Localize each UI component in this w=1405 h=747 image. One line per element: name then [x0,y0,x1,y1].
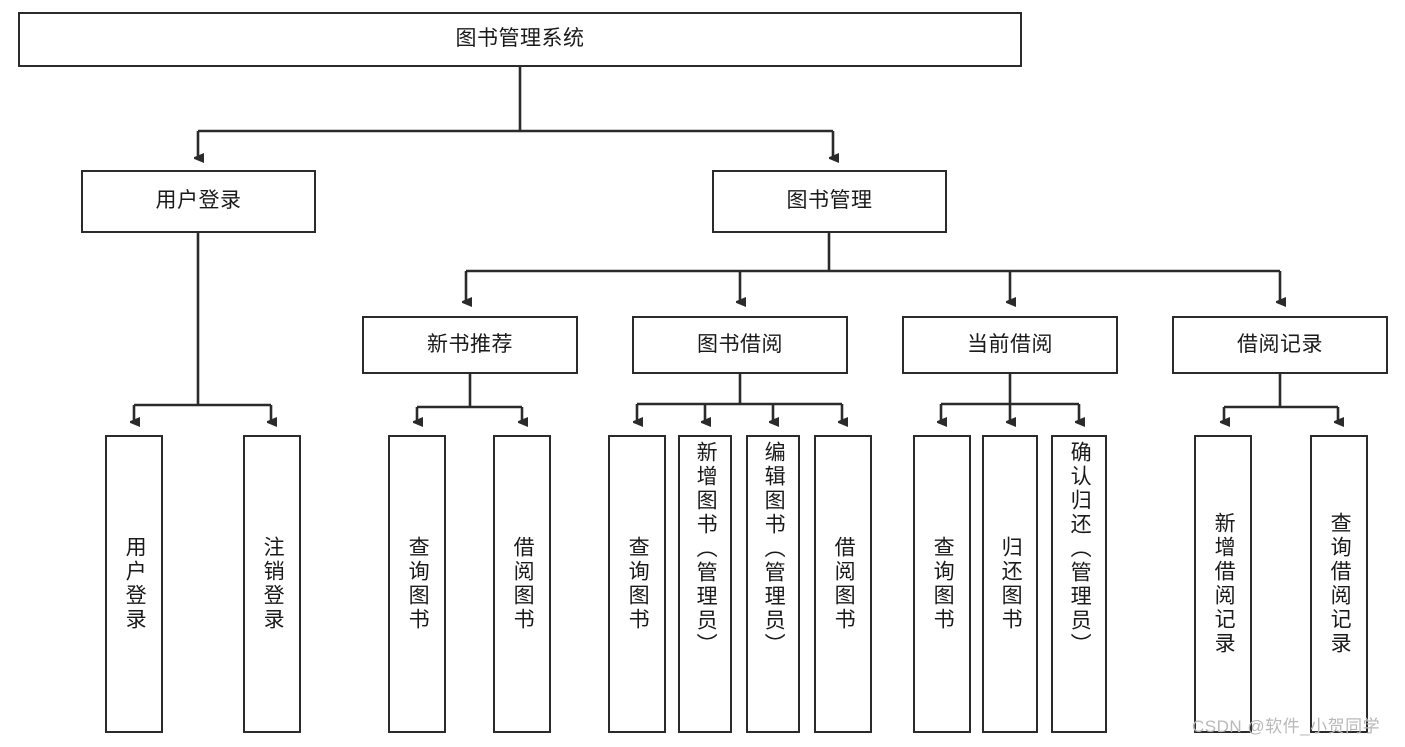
node-label: 图书管理 [786,189,873,213]
leaf-text-wrap: 借阅图书 [495,437,549,731]
leaf-query-books-current[interactable]: 查询图书 [913,435,971,733]
leaf-logout[interactable]: 注销登录 [243,435,301,733]
leaf-confirm-return-admin[interactable]: 确认归还（管理员） [1051,435,1107,733]
leaf-text-wrap: 借阅图书 [816,437,870,731]
node-label: 编辑图书（管理员） [762,441,786,657]
node-label: 借阅图书 [511,536,535,632]
node-label: 新书推荐 [427,332,513,356]
node-label: 用户登录 [155,189,242,213]
leaf-borrow-books-new-book[interactable]: 借阅图书 [493,435,551,733]
leaf-borrow-books-borrowing[interactable]: 借阅图书 [814,435,872,733]
leaf-query-books-borrowing[interactable]: 查询图书 [608,435,666,733]
node-label: 借阅图书 [832,536,856,632]
watermark: CSDN @软件_小贺同学 [1192,717,1381,736]
leaf-edit-book-admin[interactable]: 编辑图书（管理员） [746,435,800,733]
node-label: 查询图书 [626,536,650,632]
node-root-book-management-system[interactable]: 图书管理系统 [18,12,1022,67]
leaf-text-wrap: 编辑图书（管理员） [748,437,798,731]
node-label: 查询图书 [406,536,430,632]
leaf-text-wrap: 查询借阅记录 [1312,437,1366,731]
leaf-return-books[interactable]: 归还图书 [982,435,1038,733]
node-label: 新增图书（管理员） [694,441,718,657]
leaf-text-wrap: 查询图书 [390,437,444,731]
node-label: 图书管理系统 [455,27,585,51]
leaf-text-wrap: 新增借阅记录 [1196,437,1250,731]
leaf-text-wrap: 确认归还（管理员） [1053,437,1105,731]
leaf-text-wrap: 新增图书（管理员） [680,437,730,731]
node-label: 查询借阅记录 [1328,512,1352,656]
leaf-add-borrow-record[interactable]: 新增借阅记录 [1194,435,1252,733]
node-new-book-recommendation[interactable]: 新书推荐 [362,316,578,374]
leaf-text-wrap: 归还图书 [984,437,1036,731]
leaf-query-books-new-book[interactable]: 查询图书 [388,435,446,733]
node-book-management[interactable]: 图书管理 [712,170,947,233]
node-borrow-records[interactable]: 借阅记录 [1172,316,1388,374]
leaf-text-wrap: 注销登录 [245,437,299,731]
leaf-user-login[interactable]: 用户登录 [105,435,163,733]
leaf-text-wrap: 查询图书 [915,437,969,731]
node-user-login[interactable]: 用户登录 [81,170,316,233]
node-label: 用户登录 [123,536,147,632]
node-label: 注销登录 [261,536,285,632]
leaf-add-book-admin[interactable]: 新增图书（管理员） [678,435,732,733]
node-label: 查询图书 [931,536,955,632]
node-current-borrowing[interactable]: 当前借阅 [902,316,1118,374]
node-book-borrowing[interactable]: 图书借阅 [632,316,848,374]
leaf-query-borrow-record[interactable]: 查询借阅记录 [1310,435,1368,733]
node-label: 新增借阅记录 [1212,512,1236,656]
node-label: 确认归还（管理员） [1068,441,1092,657]
leaf-text-wrap: 用户登录 [107,437,161,731]
node-label: 借阅记录 [1237,332,1323,356]
node-label: 当前借阅 [967,332,1053,356]
leaf-text-wrap: 查询图书 [610,437,664,731]
node-label: 图书借阅 [697,332,783,356]
node-label: 归还图书 [999,536,1023,632]
